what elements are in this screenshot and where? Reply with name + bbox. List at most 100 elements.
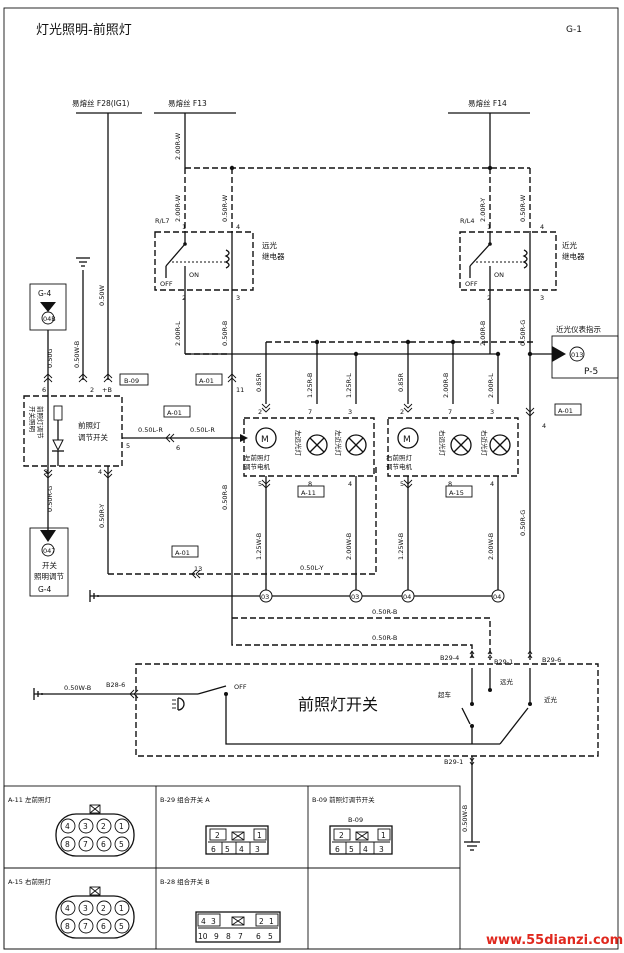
svg-text:04: 04	[403, 593, 411, 601]
svg-text:2: 2	[101, 822, 106, 831]
svg-text:1.25W-B: 1.25W-B	[397, 533, 405, 560]
tag-b09: B-09	[119, 373, 149, 386]
svg-text:2.00R-B: 2.00R-B	[442, 373, 450, 398]
svg-text:G-4: G-4	[38, 289, 52, 298]
svg-text:B-29 组合开关 A: B-29 组合开关 A	[160, 795, 210, 804]
wire-label-0.50r-w-a: 0.50R-W	[221, 194, 229, 222]
svg-text:6: 6	[101, 840, 106, 849]
indicator-ref: P-5	[584, 367, 598, 377]
svg-text:开关照明: 开关照明	[28, 406, 37, 433]
svg-text:04B: 04B	[43, 315, 56, 323]
svg-text:2.00R-L: 2.00R-L	[174, 321, 182, 346]
svg-text:5: 5	[225, 845, 230, 854]
headlamp-switch: 前照灯开关 OFF 超车 远光 近光	[135, 663, 599, 757]
svg-text:右前照灯: 右前照灯	[386, 453, 413, 462]
svg-text:前照灯调节: 前照灯调节	[36, 406, 45, 439]
legend-b09: B-09 前照灯调节开关 B-09 2 1 6 5 4 3	[312, 795, 393, 855]
fuse-f13-label: 易熔丝 F13	[168, 98, 207, 108]
svg-text:1: 1	[119, 822, 124, 831]
svg-text:5: 5	[400, 480, 404, 488]
svg-text:6: 6	[42, 386, 46, 394]
svg-text:4: 4	[98, 468, 102, 476]
svg-text:0.50L-R: 0.50L-R	[138, 426, 163, 434]
svg-text:OFF: OFF	[160, 280, 173, 288]
svg-text:2.00R-L: 2.00R-L	[487, 373, 495, 398]
svg-text:右远光灯: 右远光灯	[438, 430, 447, 457]
svg-text:0.50R-G: 0.50R-G	[519, 320, 527, 346]
relay-left-name2: 继电器	[262, 251, 285, 261]
svg-text:2.00W-B: 2.00W-B	[487, 533, 495, 560]
svg-text:3: 3	[255, 845, 260, 854]
fuse-f13: 易熔丝 F13	[154, 98, 236, 114]
svg-text:0.50G: 0.50G	[46, 348, 54, 368]
svg-text:2: 2	[259, 917, 264, 926]
svg-text:B29-1: B29-1	[444, 758, 463, 766]
relay-left-id: R/L7	[155, 217, 169, 225]
svg-text:7: 7	[448, 408, 452, 416]
wire-label-2.00r-w-a: 2.00R-W	[174, 132, 182, 160]
svg-text:A-01: A-01	[167, 409, 182, 417]
fuse-f28: 易熔丝 F28(IG1)	[72, 98, 142, 114]
svg-text:1.25R-B: 1.25R-B	[306, 373, 314, 398]
svg-text:3: 3	[83, 904, 88, 913]
svg-text:03: 03	[261, 593, 269, 601]
svg-text:0.50R-B: 0.50R-B	[372, 634, 397, 642]
svg-text:ON: ON	[189, 271, 199, 279]
svg-text:7: 7	[238, 932, 243, 941]
svg-text:3: 3	[348, 408, 352, 416]
svg-text:A-11 左前照灯: A-11 左前照灯	[8, 795, 51, 804]
ground-left	[33, 688, 198, 700]
wire-label-2.00r-y: 2.00R-Y	[479, 198, 487, 222]
ground-bottom	[464, 841, 480, 851]
svg-text:B-28 组合开关 B: B-28 组合开关 B	[160, 877, 210, 886]
svg-text:1: 1	[119, 904, 124, 913]
svg-text:B29-1: B29-1	[494, 658, 513, 666]
ground-top	[76, 257, 90, 380]
svg-text:G-4: G-4	[38, 585, 52, 594]
svg-text:调节电机: 调节电机	[386, 462, 413, 471]
left-headlamp-assembly: M 左前照灯 调节电机 左远光灯 左近光灯	[243, 417, 375, 477]
fuse-f14-label: 易熔丝 F14	[468, 98, 507, 108]
svg-text:2.00W-B: 2.00W-B	[345, 533, 353, 560]
tag-a01-a: A-01	[195, 373, 223, 386]
svg-text:2: 2	[90, 386, 94, 394]
svg-text:0.50W-B: 0.50W-B	[73, 341, 81, 368]
svg-text:远光: 远光	[500, 677, 514, 686]
svg-text:6: 6	[176, 444, 180, 452]
svg-text:8: 8	[65, 922, 70, 931]
svg-text:5: 5	[349, 845, 354, 854]
svg-text:6: 6	[335, 845, 340, 854]
tag-a11: A-11	[297, 485, 325, 498]
svg-text:B-09: B-09	[348, 816, 363, 824]
legend-b29: B-29 组合开关 A 2 1 6 5 4 3	[160, 795, 269, 855]
svg-text:6: 6	[256, 932, 261, 941]
svg-text:2: 2	[215, 831, 220, 840]
svg-text:0.50W-B: 0.50W-B	[461, 805, 469, 832]
svg-text:1.25W-B: 1.25W-B	[255, 533, 263, 560]
svg-text:A-15 右前照灯: A-15 右前照灯	[8, 877, 51, 886]
svg-text:04: 04	[493, 593, 501, 601]
svg-text:2.00R-B: 2.00R-B	[479, 321, 487, 346]
svg-text:3: 3	[236, 294, 240, 302]
svg-text:10: 10	[198, 932, 208, 941]
svg-text:0.50R-B: 0.50R-B	[221, 485, 229, 510]
svg-text:A-11: A-11	[301, 489, 316, 497]
low-beam-indicator: 近光仪表指示 013 P-5	[551, 324, 619, 379]
svg-text:8: 8	[65, 840, 70, 849]
svg-text:1: 1	[487, 223, 491, 231]
relay-right-name2: 继电器	[562, 251, 585, 261]
svg-text:3: 3	[490, 408, 494, 416]
svg-text:2: 2	[400, 408, 404, 416]
svg-text:0.50R-B: 0.50R-B	[372, 608, 397, 616]
relay-right-name1: 近光	[562, 240, 577, 250]
page-title: 灯光照明-前照灯	[36, 22, 132, 38]
svg-text:5: 5	[126, 442, 130, 450]
svg-text:B-09: B-09	[124, 377, 139, 385]
right-headlamp-assembly: M 右前照灯 调节电机 右远光灯 右近光灯	[386, 417, 519, 477]
relay-right-id: R/L4	[460, 217, 474, 225]
svg-text:ON: ON	[494, 271, 504, 279]
tag-a01-b: A-01	[163, 405, 191, 418]
wire-label-2.00r-w-b: 2.00R-W	[174, 194, 182, 222]
svg-text:4: 4	[348, 480, 352, 488]
svg-text:4: 4	[490, 480, 494, 488]
